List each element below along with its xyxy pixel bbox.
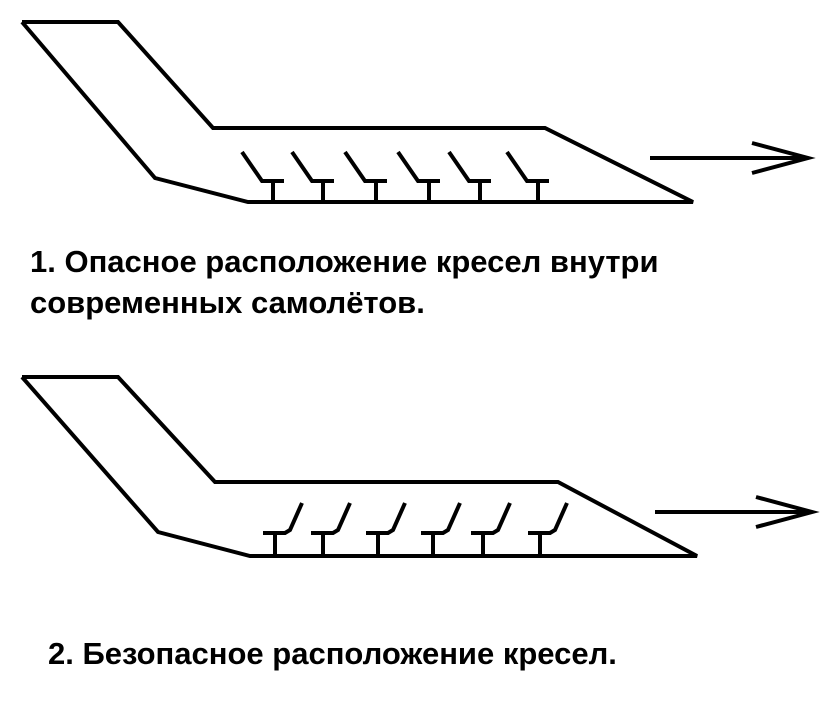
- seat: [505, 150, 549, 183]
- caption-safe: 2. Безопасное расположение кресел.: [48, 636, 617, 671]
- seat: [240, 150, 284, 183]
- plane-outline: [20, 20, 694, 204]
- seat: [263, 502, 304, 535]
- direction-arrow: [650, 141, 816, 175]
- seat: [528, 502, 569, 535]
- caption-dangerous-line1: 1. Опасное расположение кресел внутри: [30, 244, 659, 279]
- seat: [366, 502, 407, 535]
- plane-outline: [20, 375, 698, 558]
- seats-facing-backward: [263, 502, 569, 556]
- plane-dangerous: [20, 20, 816, 204]
- plane-safe: [20, 375, 820, 558]
- seat: [421, 502, 462, 535]
- seat: [471, 502, 512, 535]
- caption-dangerous-line2: современных самолётов.: [30, 285, 425, 320]
- seat: [396, 150, 440, 183]
- seat: [343, 150, 387, 183]
- seat: [311, 502, 352, 535]
- seats-facing-forward: [240, 150, 549, 202]
- direction-arrow: [655, 495, 820, 529]
- seat: [290, 150, 334, 183]
- seat: [447, 150, 491, 183]
